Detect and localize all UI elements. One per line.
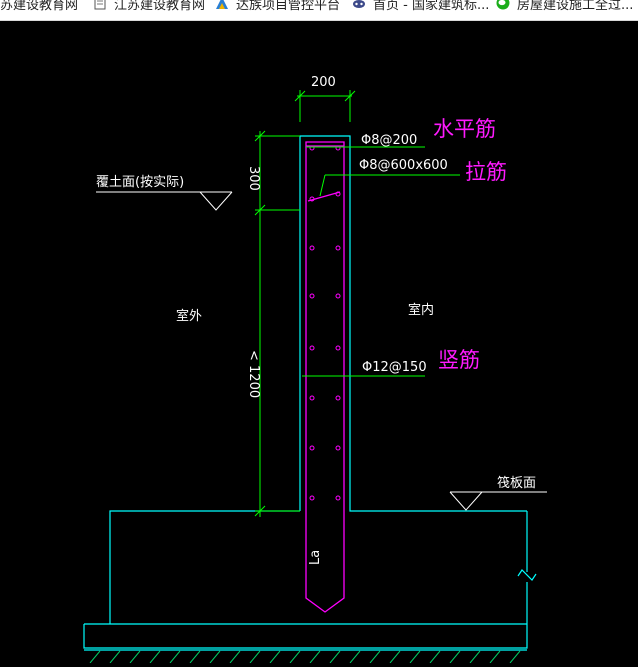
- soil-hatch: [89, 650, 521, 664]
- dim-top-text: 300: [246, 166, 261, 191]
- tie-bar-annotation: 拉筋: [465, 160, 507, 184]
- backfill-label: 覆土面(按实际): [96, 175, 184, 190]
- indoor-label: 室内: [408, 302, 434, 318]
- wall-section-drawing: 200 300 < 1200 Φ8@200 Φ8@600x600 Φ12@150…: [83, 75, 547, 664]
- outdoor-label: 室外: [176, 308, 202, 324]
- bookmark-jiangsu-edu[interactable]: 苏建设教育网: [0, 0, 79, 13]
- raft-level-triangle: [449, 491, 483, 511]
- horizontal-bar-annotation: 水平筋: [433, 117, 496, 141]
- logo-icon: [215, 0, 229, 10]
- cad-drawing: 200 300 < 1200 Φ8@200 Φ8@600x600 Φ12@150…: [0, 20, 638, 664]
- cushion-layer: [83, 624, 528, 649]
- tie-bar: [307, 191, 341, 202]
- bookmark-house-construction[interactable]: 房屋建设施工全过...: [496, 0, 633, 13]
- dimension-lines: [254, 90, 356, 517]
- wall-outline: [299, 135, 527, 512]
- chat-icon: [496, 0, 510, 10]
- bookmarks-bar: 苏建设教育网 江苏建设教育网 达族项目管控平台 首页 - 国家建筑标... 房屋…: [0, 0, 638, 21]
- leader-lines: [302, 146, 460, 377]
- break-line: [517, 569, 537, 581]
- concrete-outline: [83, 135, 537, 651]
- callout-vertical-text: Φ12@150: [362, 360, 427, 375]
- raft-label: 筏板面: [497, 475, 536, 491]
- footing-outline: [109, 510, 300, 624]
- rebar-dots: [309, 145, 341, 501]
- document-icon: [93, 0, 107, 10]
- anchor-length-label: La: [308, 550, 323, 565]
- rebar-cage: [305, 141, 345, 613]
- rebar-cage-outline: [305, 141, 345, 613]
- bookmark-project-platform[interactable]: 达族项目管控平台: [215, 0, 340, 13]
- callout-tie-text: Φ8@600x600: [359, 158, 448, 173]
- elevation-symbols: [96, 191, 547, 511]
- dim-wall-height-text: < 1200: [246, 350, 261, 398]
- callout-horizontal-text: Φ8@200: [361, 133, 417, 148]
- gamepad-icon: [352, 0, 366, 10]
- bookmark-national-standard[interactable]: 首页 - 国家建筑标...: [352, 0, 489, 13]
- backfill-level-triangle: [199, 191, 233, 211]
- vertical-bar-annotation: 竖筋: [438, 348, 480, 372]
- dim-width-text: 200: [311, 75, 336, 90]
- bookmark-jiangsu-edu-full[interactable]: 江苏建设教育网: [93, 0, 205, 13]
